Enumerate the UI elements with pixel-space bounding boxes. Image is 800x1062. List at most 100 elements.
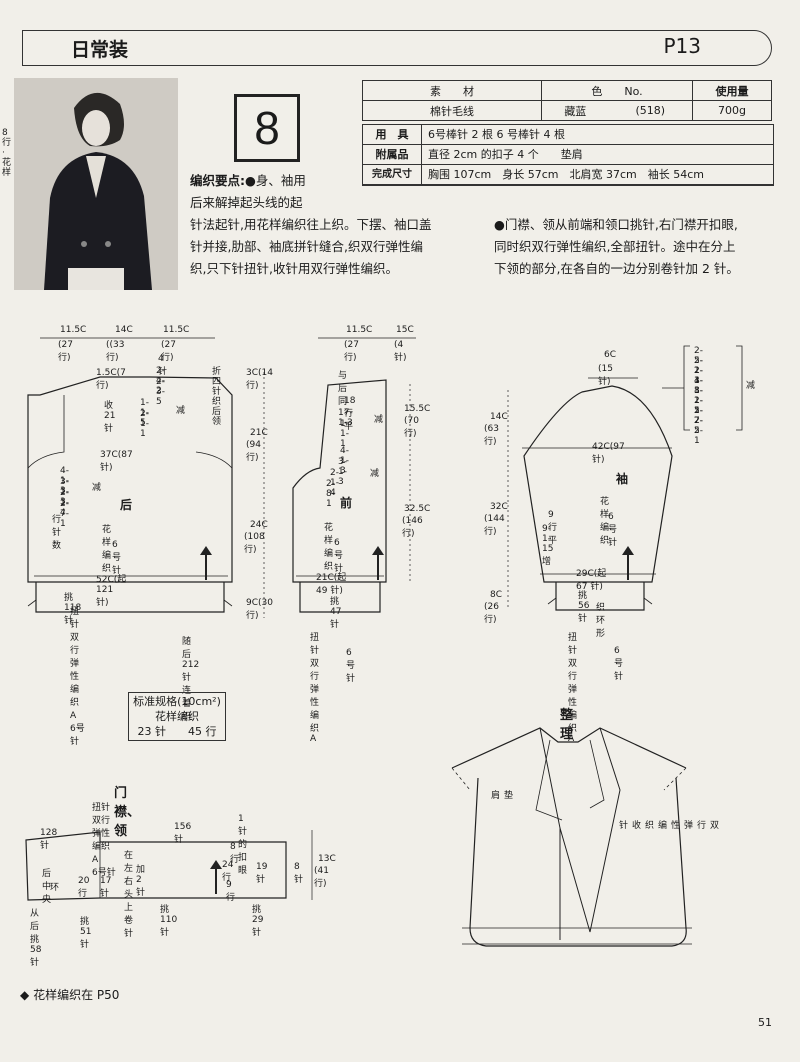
materials-table: 素 材 色 No. 使用量 棉针毛线 藏蓝 (518) 700g xyxy=(362,80,772,121)
sleeve-pattern: 花样编织 xyxy=(600,497,610,546)
front-arm-note: 减 xyxy=(370,469,380,479)
sleeve-cuff-width: 29C(起 67 针) xyxy=(576,569,607,592)
band-pick-110: 挑 110 针 xyxy=(160,905,178,938)
front-total: (146行) xyxy=(402,516,423,539)
gauge-title: 标准规格(10cm²) xyxy=(133,695,221,708)
front-rib-needle: 6号针 xyxy=(346,648,356,684)
back-hem: 52C(起 121 针) xyxy=(96,575,127,608)
front-pattern: 花样编织 xyxy=(324,523,334,572)
finish-band-note: 双行弹性编织收针 xyxy=(617,820,718,829)
back-arm-seq: 2-7-1 xyxy=(60,499,69,529)
sleeve-cuff-note: 织环形 xyxy=(596,603,606,639)
band-rib: 扭针双行弹性编织 A 6号针 xyxy=(92,803,117,878)
band-r8b: 8 针 xyxy=(294,862,304,885)
note-line: 同时织双行弹性编织,全部扭针。途中在分上 xyxy=(494,239,736,254)
back-top-width-2: 14C xyxy=(115,325,133,335)
sleeve-body: 32C xyxy=(490,502,508,512)
material-value: 棉针毛线 xyxy=(362,100,542,121)
back-bust: 37C(87 针) xyxy=(100,450,133,473)
band-center: 后中央 xyxy=(42,869,52,905)
sleeve-cap: (63行) xyxy=(484,424,499,447)
back-top-row-2: ((33行) xyxy=(106,340,125,363)
back-neck-rows: 折 xyxy=(212,367,222,377)
sleeve-seq: 3-1-5 xyxy=(694,386,703,416)
band-w1: 128针 xyxy=(40,828,58,851)
color-value: 藏蓝 xyxy=(540,100,609,121)
back-shoulder-note: 1.5C(7行) xyxy=(96,368,126,391)
band-r9: 9 行 xyxy=(226,880,236,903)
back-arm-seq: 2-1-4 xyxy=(60,488,69,518)
sleeve-seq: 4-1-1 xyxy=(694,376,703,406)
note-line: 织,只下针扭针,收针用双行弹性编织。 xyxy=(190,261,398,276)
band-height: (41 行) xyxy=(314,866,329,889)
gauge-values: 23 针 45 行 xyxy=(137,725,217,738)
note-line: ●门襟、领从前端和领口挑针,右门襟开扣眼, xyxy=(494,217,738,232)
section-title: 日常装 xyxy=(71,39,129,61)
sleeve-rib-needle: 6号针 xyxy=(614,646,624,682)
front-slope: 18行平 xyxy=(344,396,356,432)
back-neck-rows: 领 xyxy=(212,417,222,427)
front-slope: 17-1-3 xyxy=(338,408,353,428)
finish-pad: 垫肩 xyxy=(489,790,512,799)
front-slope-right: 15.5C xyxy=(404,404,431,414)
sleeve-seq: 2-5-1 xyxy=(694,346,703,376)
page-number: 51 xyxy=(758,1016,772,1029)
band-height: 13C xyxy=(318,854,336,864)
color-no-value: (518) xyxy=(608,100,693,121)
back-rib: 扭针双行弹性编织 A 6号针 xyxy=(70,607,86,747)
front-arm-seq: 3-1-3 xyxy=(338,457,347,487)
pattern-number: 8 xyxy=(234,94,300,162)
sleeve-cuff: 8C xyxy=(490,590,503,600)
sleeve-width: 42C(97 针) xyxy=(592,442,625,465)
front-arm-seq: 2-8-1 xyxy=(326,479,335,509)
spec-row-accessories: 附属品 直径 2cm 的扣子 4 个 垫肩 xyxy=(363,144,773,164)
spec-row-tools: 用 具 6号棒针 2 根 6 号棒针 4 根 xyxy=(363,124,773,144)
sleeve-cuff: (26行) xyxy=(484,602,499,625)
back-neck-dec: 2-4-2 xyxy=(156,366,165,396)
back-neck-rows: 针 xyxy=(212,387,222,397)
sleeve-top: 6C xyxy=(604,350,617,360)
front-top-left: 3C(14行) xyxy=(246,368,273,391)
band-pick-back: 从后挑 58 针 xyxy=(30,909,42,968)
spec-value: 胸围 107cm 身长 57cm 北肩宽 37cm 袖长 54cm xyxy=(428,168,705,181)
band-r20: 20 行 xyxy=(78,876,90,899)
back-pattern: 花样编织 xyxy=(102,525,112,574)
spine-label: 8 行 · 花样 xyxy=(2,128,12,178)
back-piece-name: 后 xyxy=(120,498,133,512)
band-buttonhole: 1 针的扣眼 xyxy=(238,814,248,876)
finish-drawing xyxy=(451,727,692,947)
band-cast: 在左右头上卷针 xyxy=(124,851,134,939)
back-neck-rows: 后 xyxy=(212,407,222,417)
sleeve-body: (144行) xyxy=(484,514,505,537)
front-arm-seq: 4-1-3 xyxy=(340,446,349,476)
back-piece xyxy=(27,337,233,613)
spec-label: 用 具 xyxy=(363,125,422,144)
back-neck-seq: 1-1-5 xyxy=(140,398,149,428)
back-neck-seq-note: 减 xyxy=(176,406,186,416)
footer-text: 花样编织在 P50 xyxy=(33,988,120,1002)
back-arm-bind: 行针数 xyxy=(52,515,62,551)
back-pick: 挑 118 针 xyxy=(64,593,82,626)
band-pick-29: 挑 29 针 xyxy=(252,905,264,938)
band-piece xyxy=(25,830,313,901)
front-h1: (94行) xyxy=(246,440,261,463)
footer-note: ◆ 花样编织在 P50 xyxy=(20,986,119,1003)
front-arm-seq: 2-1-4 xyxy=(330,468,339,498)
sleeve-rib: 扭针双行弹性编织 A xyxy=(568,633,578,744)
specs-list: 用 具 6号棒针 2 根 6 号棒针 4 根 附属品 直径 2cm 的扣子 4 … xyxy=(362,124,774,186)
front-pick: 挑 47 针 xyxy=(330,597,342,630)
back-neck-rows: 四 xyxy=(212,377,222,387)
sleeve-seq: 2-1-8 xyxy=(694,366,703,396)
front-h2: (108行) xyxy=(244,532,265,555)
sleeve-seq: 2-1-7 xyxy=(694,396,703,426)
band-title: 门襟、领 xyxy=(114,786,141,839)
back-needle: 6号针 xyxy=(112,540,122,576)
front-piece xyxy=(263,337,416,618)
front-rib: 扭针双行弹性 编织 A xyxy=(310,633,320,744)
front-slope-right: (70行) xyxy=(404,416,419,439)
sleeve-cap: 14C xyxy=(490,412,508,422)
note-line: ●身、袖用 xyxy=(245,173,306,188)
spec-row-size: 完成尺寸 胸围 107cm 身长 57cm 北肩宽 37cm 袖长 54cm xyxy=(363,164,773,185)
page-header: 日常装 P13 xyxy=(22,30,772,66)
